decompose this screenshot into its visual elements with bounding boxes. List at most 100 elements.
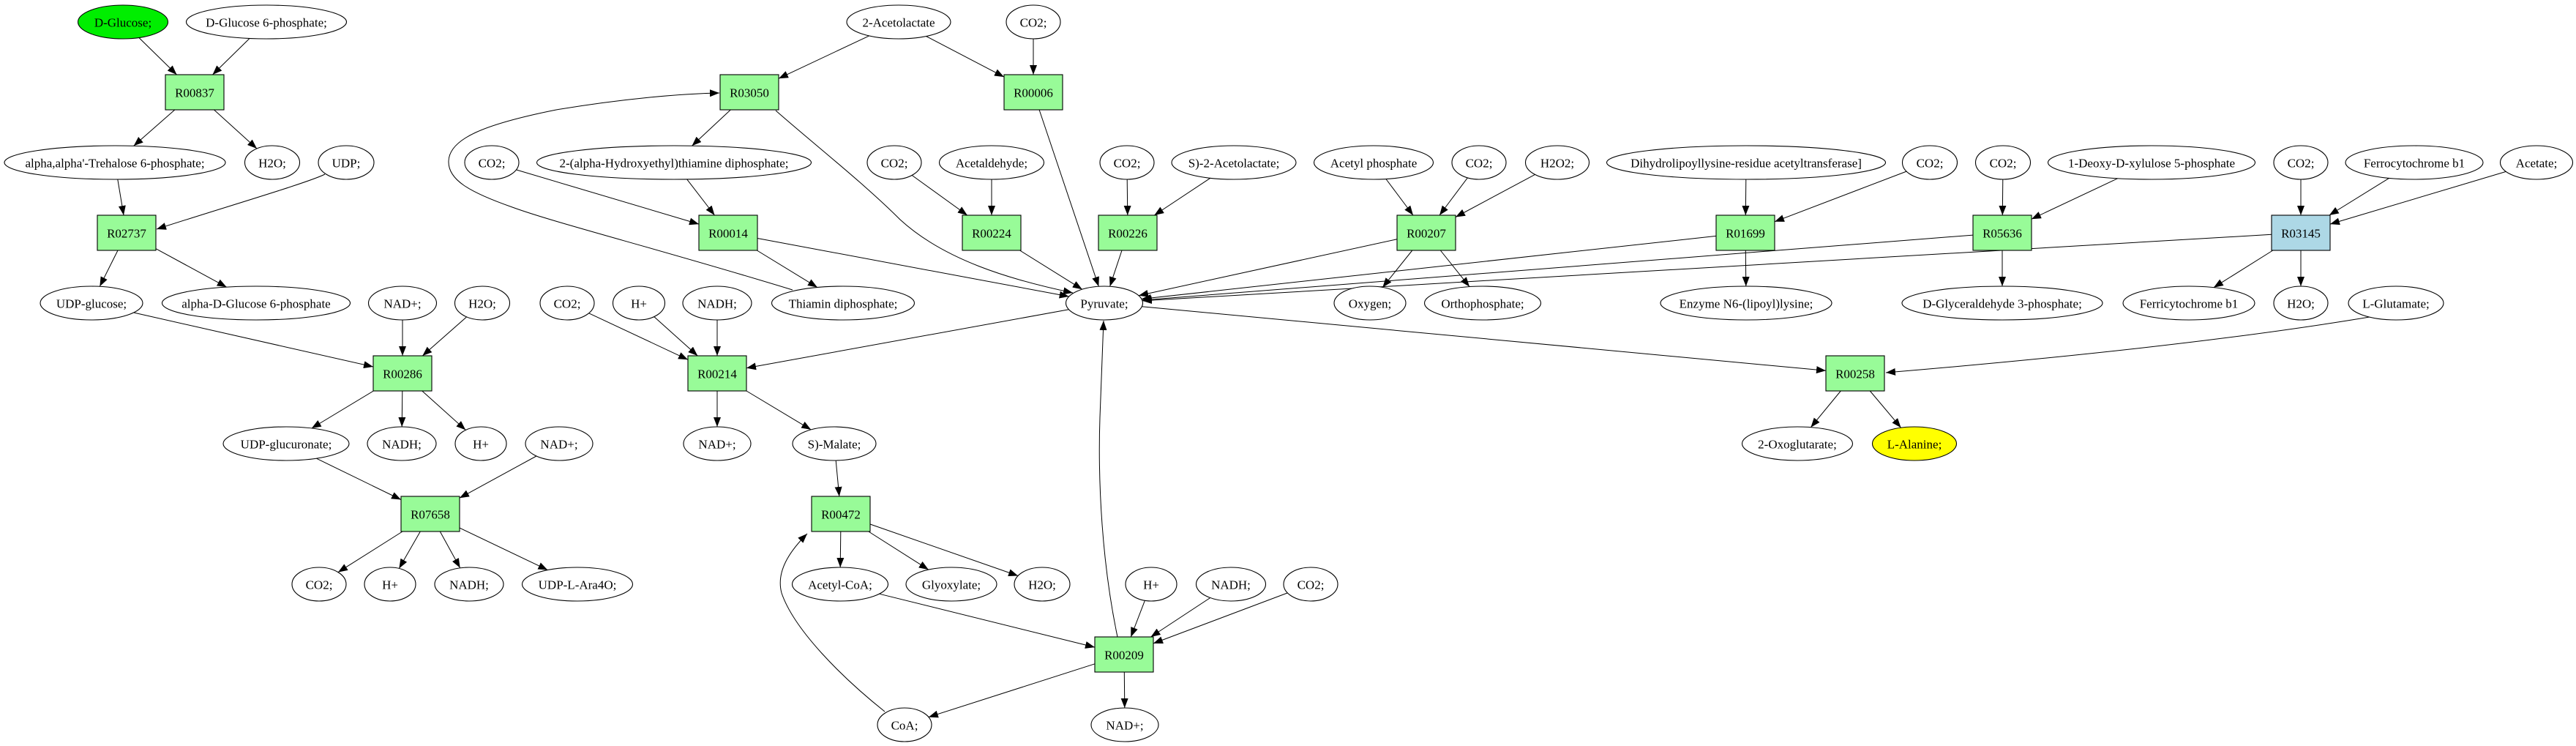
compound-ellipse[interactable]	[521, 567, 634, 602]
reaction-node-r07658[interactable]: R07658	[400, 496, 460, 532]
reaction-box[interactable]	[1972, 215, 2032, 251]
compound-node-acet[interactable]: Acetate;	[2499, 145, 2574, 180]
reaction-box[interactable]	[719, 74, 779, 111]
compound-node-ag6p[interactable]: alpha-D-Glucose 6-phosphate	[161, 286, 351, 321]
compound-node-h2o-4[interactable]: H2O;	[1014, 567, 1071, 602]
compound-ellipse[interactable]	[1313, 145, 1434, 180]
compound-node-acl[interactable]: 2-Acetolactate	[846, 4, 951, 40]
reaction-box[interactable]	[811, 496, 871, 532]
reaction-box[interactable]	[1396, 215, 1456, 251]
compound-node-gap[interactable]: D-Glyceraldehyde 3-phosphate;	[1901, 286, 2103, 321]
compound-ellipse[interactable]	[771, 286, 916, 321]
compound-node-co2-10[interactable]: CO2;	[291, 567, 347, 602]
compound-node-ala[interactable]: L-Alanine;	[1871, 426, 1958, 461]
compound-ellipse[interactable]	[1423, 286, 1542, 321]
compound-ellipse[interactable]	[222, 426, 350, 461]
compound-node-ara[interactable]: UDP-L-Ara4O;	[521, 567, 634, 602]
compound-ellipse[interactable]	[1090, 707, 1159, 742]
compound-ellipse[interactable]	[525, 426, 594, 461]
compound-node-co2-11[interactable]: CO2;	[1283, 567, 1338, 602]
compound-ellipse[interactable]	[367, 286, 438, 321]
compound-node-co2-4[interactable]: CO2;	[1099, 145, 1155, 180]
compound-node-nad-4[interactable]: NAD+;	[1090, 707, 1159, 742]
reaction-node-r03145[interactable]: R03145	[2271, 215, 2331, 251]
compound-ellipse[interactable]	[1871, 426, 1958, 461]
reaction-node-r02737[interactable]: R02737	[97, 215, 157, 251]
compound-node-akg[interactable]: 2-Oxoglutarate;	[1741, 426, 1854, 461]
compound-node-nadh-1[interactable]: NADH;	[682, 286, 752, 321]
reaction-box[interactable]	[1715, 215, 1775, 251]
compound-node-dglc[interactable]: D-Glucose;	[77, 4, 169, 40]
compound-node-nad-2[interactable]: NAD+;	[525, 426, 594, 461]
compound-ellipse[interactable]	[846, 4, 951, 40]
compound-ellipse[interactable]	[1524, 145, 1590, 180]
compound-node-accoa[interactable]: Acetyl-CoA;	[791, 567, 889, 602]
compound-node-t6p[interactable]: alpha,alpha'-Trehalose 6-phosphate;	[4, 145, 226, 180]
reaction-box[interactable]	[698, 215, 758, 251]
compound-node-h2o-3[interactable]: H2O;	[2273, 286, 2329, 321]
compound-node-co2-2[interactable]: CO2;	[464, 145, 520, 180]
compound-node-lip[interactable]: Enzyme N6-(lipoyl)lysine;	[1660, 286, 1832, 321]
compound-ellipse[interactable]	[612, 286, 666, 321]
reaction-box[interactable]	[165, 74, 225, 111]
compound-node-co2-1[interactable]: CO2;	[1006, 4, 1061, 40]
compound-ellipse[interactable]	[1451, 145, 1507, 180]
compound-ellipse[interactable]	[2499, 145, 2574, 180]
compound-ellipse[interactable]	[77, 4, 169, 40]
compound-node-nadh-4[interactable]: NADH;	[1195, 567, 1267, 602]
compound-ellipse[interactable]	[1195, 567, 1267, 602]
reaction-node-r00214[interactable]: R00214	[687, 355, 747, 392]
reaction-node-r00286[interactable]: R00286	[372, 355, 433, 392]
compound-node-co2-9[interactable]: CO2;	[539, 286, 595, 321]
compound-node-h-2[interactable]: H+	[454, 426, 507, 461]
compound-ellipse[interactable]	[1125, 567, 1177, 602]
compound-node-h-3[interactable]: H+	[364, 567, 416, 602]
compound-ellipse[interactable]	[683, 426, 752, 461]
compound-node-glx[interactable]: Glyoxylate;	[905, 567, 997, 602]
compound-ellipse[interactable]	[1006, 4, 1061, 40]
compound-ellipse[interactable]	[185, 4, 348, 40]
reaction-node-r00837[interactable]: R00837	[165, 74, 225, 111]
reaction-node-r00006[interactable]: R00006	[1003, 74, 1063, 111]
compound-node-h-4[interactable]: H+	[1125, 567, 1177, 602]
compound-ellipse[interactable]	[536, 145, 812, 180]
compound-ellipse[interactable]	[682, 286, 752, 321]
compound-node-sacl[interactable]: S)-2-Acetolactate;	[1171, 145, 1297, 180]
reaction-node-r05636[interactable]: R05636	[1972, 215, 2032, 251]
compound-ellipse[interactable]	[866, 145, 922, 180]
reaction-box[interactable]	[1094, 636, 1154, 673]
compound-ellipse[interactable]	[318, 145, 375, 180]
compound-ellipse[interactable]	[1901, 145, 1958, 180]
reaction-box[interactable]	[400, 496, 460, 532]
reaction-node-r00472[interactable]: R00472	[811, 496, 871, 532]
compound-node-fib1[interactable]: Ferricytochrome b1	[2122, 286, 2255, 321]
compound-node-co2-5[interactable]: CO2;	[1451, 145, 1507, 180]
compound-node-co2-8[interactable]: CO2;	[2273, 145, 2329, 180]
reaction-node-r01699[interactable]: R01699	[1715, 215, 1775, 251]
compound-ellipse[interactable]	[1171, 145, 1297, 180]
compound-node-pi[interactable]: Orthophosphate;	[1423, 286, 1542, 321]
reaction-node-r00224[interactable]: R00224	[962, 215, 1022, 251]
compound-node-acald[interactable]: Acetaldehyde;	[938, 145, 1045, 180]
compound-ellipse[interactable]	[2345, 145, 2484, 180]
compound-ellipse[interactable]	[291, 567, 347, 602]
compound-node-nad-3[interactable]: NAD+;	[683, 426, 752, 461]
compound-node-h-1[interactable]: H+	[612, 286, 666, 321]
compound-ellipse[interactable]	[539, 286, 595, 321]
compound-ellipse[interactable]	[434, 567, 504, 602]
compound-ellipse[interactable]	[1283, 567, 1338, 602]
compound-node-tpp[interactable]: Thiamin diphosphate;	[771, 286, 916, 321]
compound-node-co2-7[interactable]: CO2;	[1974, 145, 2032, 180]
compound-node-nadh-2[interactable]: NADH;	[367, 426, 437, 461]
compound-node-h2o-1[interactable]: H2O;	[244, 145, 301, 180]
reaction-box[interactable]	[1003, 74, 1063, 111]
compound-ellipse[interactable]	[367, 426, 437, 461]
reaction-box[interactable]	[97, 215, 157, 251]
compound-ellipse[interactable]	[1065, 286, 1144, 321]
compound-ellipse[interactable]	[1660, 286, 1832, 321]
compound-node-udpgla[interactable]: UDP-glucuronate;	[222, 426, 350, 461]
compound-ellipse[interactable]	[1099, 145, 1155, 180]
compound-node-udpg[interactable]: UDP-glucose;	[40, 286, 143, 321]
compound-ellipse[interactable]	[454, 426, 507, 461]
compound-ellipse[interactable]	[1014, 567, 1071, 602]
